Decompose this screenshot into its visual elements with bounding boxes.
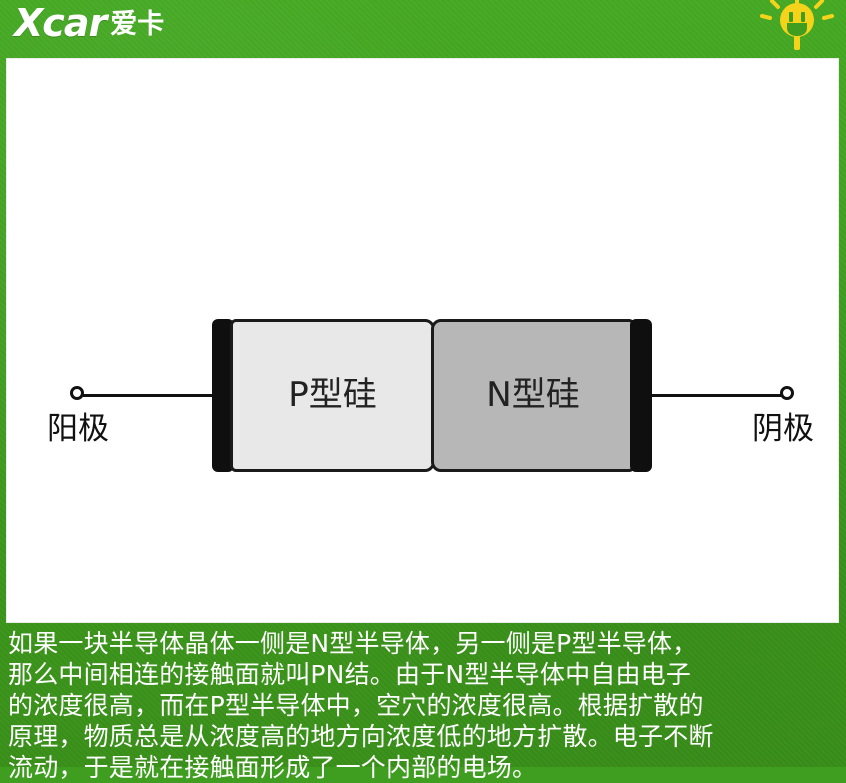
cathode-terminal	[780, 386, 794, 400]
description-line-3: 的浓度很高，而在P型半导体中，空穴的浓度很高。根据扩散的	[8, 691, 704, 720]
diode-diagram: 阳极 阴极 P型硅 N型硅	[7, 59, 838, 622]
logo-chinese: 爱卡	[110, 8, 165, 40]
plug-icon	[760, 0, 834, 50]
brand-logo: Xcar 爱卡	[14, 4, 164, 42]
description-line-2: 那么中间相连的接触面就叫PN结。由于N型半导体中自由电子	[8, 660, 692, 689]
diagram-panel: 阳极 阴极 P型硅 N型硅	[6, 58, 839, 623]
description-line-4: 原理，物质总是从浓度高的地方向浓度低的地方扩散。电子不断	[8, 722, 714, 751]
anode-terminal	[70, 386, 84, 400]
description-line-5: 流动，于是就在接触面形成了一个内部的电场。	[8, 753, 538, 782]
n-region-label: N型硅	[486, 375, 580, 415]
logo-mark: Xcar	[14, 1, 107, 45]
cathode-label: 阴极	[752, 411, 814, 447]
anode-wire	[83, 394, 213, 397]
description-text: 如果一块半导体晶体一侧是N型半导体，另一侧是P型半导体， 那么中间相连的接触面就…	[8, 628, 838, 783]
n-region: N型硅	[431, 319, 635, 472]
anode-label: 阳极	[47, 411, 109, 447]
p-region-label: P型硅	[288, 375, 377, 415]
pn-junction-device: P型硅 N型硅	[212, 319, 652, 472]
description-line-1: 如果一块半导体晶体一侧是N型半导体，另一侧是P型半导体，	[8, 629, 698, 658]
p-region: P型硅	[230, 319, 435, 472]
right-endcap	[630, 319, 652, 472]
cathode-wire	[651, 394, 783, 397]
left-endcap	[212, 319, 234, 472]
